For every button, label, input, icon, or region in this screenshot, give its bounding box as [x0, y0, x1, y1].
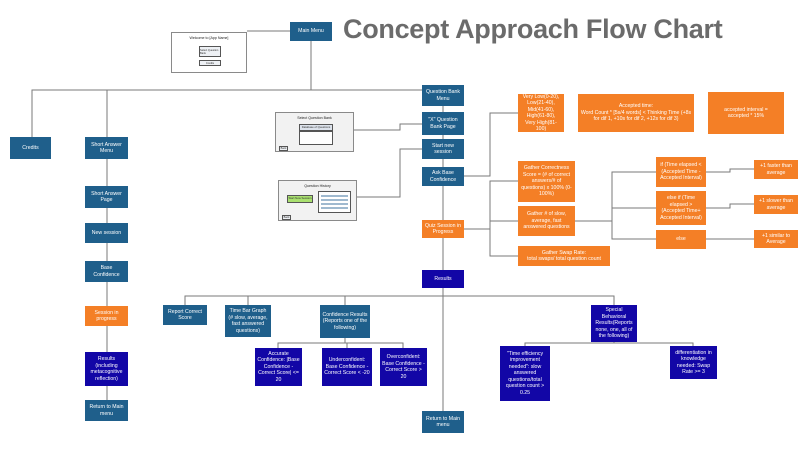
- node-question-bank-menu: Question Bank Menu: [422, 85, 464, 106]
- node-start-new-session: Start new session: [422, 139, 464, 159]
- node-ask-base-confidence: Ask Base Confidence: [422, 167, 464, 186]
- select-qb-caption: Select Question Bank: [297, 116, 332, 120]
- node-faster: +1 faster than average: [754, 160, 798, 179]
- node-main-menu: Main Menu: [290, 22, 332, 41]
- question-history-caption: Question History: [304, 184, 331, 188]
- connector-line: [354, 123, 422, 131]
- node-results-left: Results (including metacognitive reflect…: [85, 352, 128, 386]
- select-qb-list: [299, 131, 333, 145]
- node-return-main-center: Return to Main menu: [422, 411, 464, 433]
- connector-line: [575, 171, 656, 222]
- connector-line: [443, 295, 615, 305]
- welcome-screen-thumbnail: Welcome to [App Name] Select Question Ba…: [171, 32, 247, 73]
- connector-line: [357, 148, 422, 198]
- node-accepted-time: Accepted time: Word Count * [5s/4 words]…: [578, 94, 694, 132]
- connector-line: [464, 180, 518, 230]
- node-time-bar-graph: Time Bar Graph (# slow, average, fast an…: [225, 305, 271, 337]
- select-question-bank-thumbnail: Select Question Bank Database of Questio…: [275, 112, 354, 152]
- connector-line: [345, 342, 404, 348]
- node-differentiation: differentiation in knowledge needed: Swa…: [670, 346, 717, 379]
- connector-line: [277, 338, 346, 348]
- node-difficulty-levels: Very Low(0-20), Low(21-40), Mid(41-60), …: [518, 94, 564, 132]
- node-slower: +1 slower than average: [754, 195, 798, 214]
- node-else-if-time: else if (Time elapsed > (Accepted Time+ …: [656, 191, 706, 225]
- connector-line: [489, 229, 518, 257]
- node-gather-slow: Gather # of slow, average, fast answered…: [518, 206, 575, 236]
- node-special-behavioral: Special Behavioral Results(Reports none,…: [591, 305, 637, 342]
- node-new-session-left: New session: [85, 223, 128, 243]
- node-quiz-session: Quiz Session in Progress: [422, 220, 464, 238]
- start-new-session-thumb-button: Start New Session: [287, 195, 313, 203]
- node-results-center: Results: [422, 270, 464, 288]
- node-overconfident: Overconfident: Base Confidence - Correct…: [380, 348, 427, 386]
- question-history-thumbnail: Question History Start New Session Back: [278, 180, 357, 221]
- chart-title: Concept Approach Flow Chart: [343, 14, 723, 44]
- node-base-confidence-left: Base Confidence: [85, 261, 128, 282]
- connector-line: [611, 221, 656, 240]
- connector-line: [614, 342, 694, 346]
- node-underconfident: Underconfident: Base Confidence - Correc…: [322, 348, 372, 386]
- node-confidence-results: Confidence Results (Reports one of the f…: [320, 305, 370, 338]
- node-similar: +1 similar to Average: [754, 230, 798, 248]
- welcome-credits-button: Credits: [199, 60, 221, 66]
- connector-line: [706, 203, 754, 209]
- welcome-caption: Welcome to [App Name]: [189, 36, 229, 40]
- node-x-question-bank-page: "X" Question Bank Page: [422, 112, 464, 135]
- connector-line: [706, 168, 754, 173]
- node-else: else: [656, 230, 706, 249]
- node-credits: Credits: [10, 137, 51, 159]
- connector-line: [31, 41, 312, 137]
- node-accurate-confidence: Accurate Confidence: |Base Confidence - …: [255, 348, 302, 386]
- connector-line: [464, 112, 518, 177]
- node-session-in-progress: Session in progress: [85, 306, 128, 326]
- node-gather-swap: Gather Swap Rate: total swaps/ total que…: [518, 246, 610, 266]
- node-short-answer-menu: Short Answer Menu: [85, 137, 128, 159]
- question-history-list: [318, 191, 351, 213]
- select-qb-back-button: Back: [279, 146, 288, 151]
- welcome-select-qb-button: Select Question Bank: [199, 46, 221, 57]
- node-short-answer-page: Short Answer Page: [85, 186, 128, 208]
- node-if-time: if (Time elapsed < (Accepted Time - Acce…: [656, 157, 706, 187]
- select-qb-field: Database of Questions: [299, 124, 333, 131]
- connector-line: [184, 288, 444, 305]
- node-accepted-interval: accepted interval = accepted * 15%: [708, 92, 784, 134]
- node-time-efficiency: "Time efficiency improvement needed": sl…: [500, 346, 550, 401]
- question-history-back-button: Back: [282, 215, 291, 220]
- node-report-correct: Report Correct Score: [163, 305, 207, 325]
- node-return-main-left: Return to Main menu: [85, 400, 128, 421]
- node-gather-correctness: Gather Correctness Score = (# of correct…: [518, 161, 575, 202]
